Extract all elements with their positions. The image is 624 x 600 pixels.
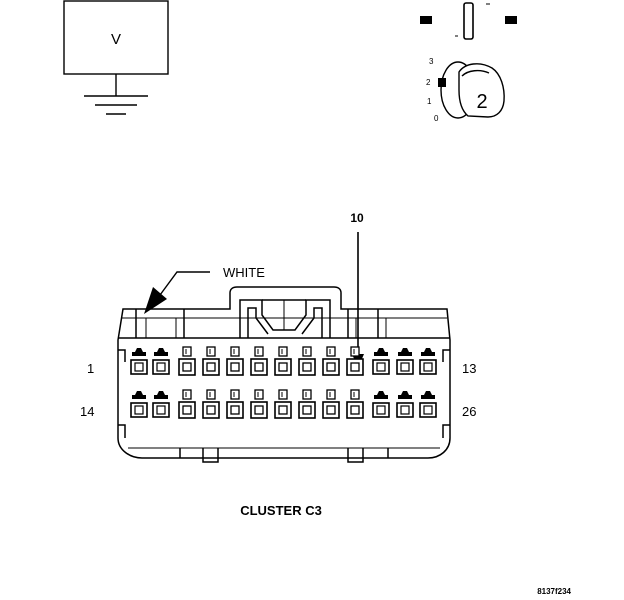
pin-terminal-17 (202, 389, 220, 419)
selector-pos-2: 2 (426, 78, 431, 87)
pin-terminal-25 (396, 391, 414, 418)
pin-terminal-1 (130, 348, 148, 375)
pin-terminal-21 (298, 389, 316, 419)
selector-icon: 3 2 1 0 2 (420, 2, 517, 123)
pin-terminal-4 (202, 346, 220, 376)
pin-label-row1-end: 13 (462, 361, 476, 376)
pin-terminal-7 (274, 346, 292, 376)
connector-housing (117, 286, 451, 463)
pin-terminal-13 (419, 348, 437, 375)
pin-terminal-14 (130, 391, 148, 418)
ground-icon (84, 74, 148, 115)
selector-pointer-icon (438, 78, 446, 87)
white-arrow-icon (144, 271, 210, 314)
selector-pos-1: 1 (427, 97, 432, 106)
selector-setting: 2 (476, 91, 487, 113)
selector-pos-3: 3 (429, 57, 434, 66)
pin-10-callout-label: 10 (350, 211, 364, 225)
pin-terminal-24 (372, 391, 390, 418)
pin-terminal-10 (346, 346, 364, 376)
pin-terminal-12 (396, 348, 414, 375)
pin-terminal-11 (372, 348, 390, 375)
selector-pos-0: 0 (434, 114, 439, 123)
pin-terminal-15 (152, 391, 170, 418)
pin-terminal-3 (178, 346, 196, 376)
probe-tip-right-icon (505, 16, 517, 24)
probe-body-icon (463, 2, 474, 40)
pin-terminal-9 (322, 346, 340, 376)
pin-terminal-20 (274, 389, 292, 419)
pin-terminal-6 (250, 346, 268, 376)
voltmeter-label: V (111, 31, 121, 48)
pin-terminal-5 (226, 346, 244, 376)
pin-terminal-26 (419, 391, 437, 418)
pin-terminal-16 (178, 389, 196, 419)
voltmeter-symbol: V (63, 0, 169, 115)
pin-label-row1-start: 1 (87, 361, 94, 376)
connector-name: CLUSTER C3 (240, 503, 322, 518)
pin-terminal-22 (322, 389, 340, 419)
probe-tip-left-icon (420, 16, 432, 24)
selector-knob-icon (440, 61, 505, 119)
pin-label-row2-start: 14 (80, 404, 94, 419)
pin-terminal-2 (152, 348, 170, 375)
pin-terminal-23 (346, 389, 364, 419)
pin-terminal-18 (226, 389, 244, 419)
connector-pins (130, 346, 437, 419)
white-callout-label: WHITE (223, 265, 265, 280)
pin-terminal-8 (298, 346, 316, 376)
pin-terminal-19 (250, 389, 268, 419)
figure-id: 8137f234 (537, 587, 571, 596)
pin-label-row2-end: 26 (462, 404, 476, 419)
